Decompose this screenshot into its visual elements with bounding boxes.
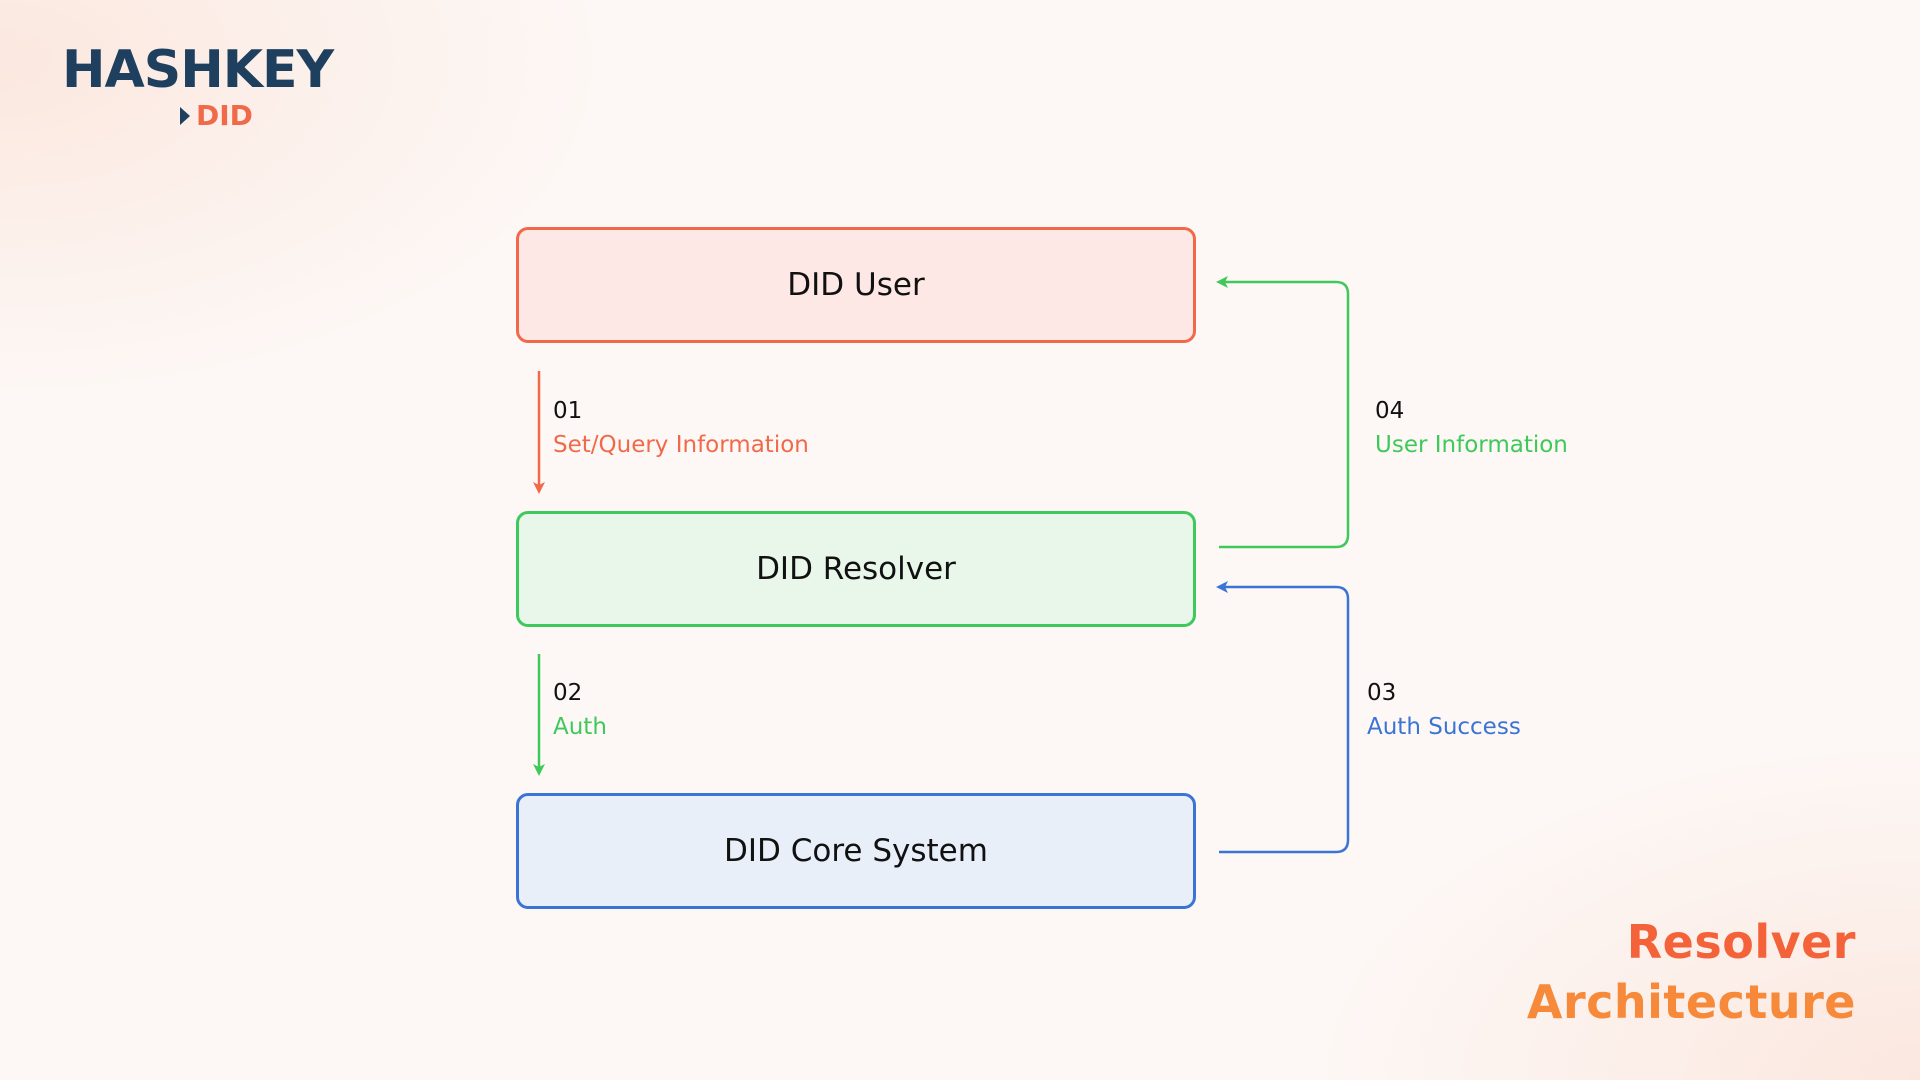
node-did-core-system: DID Core System: [516, 793, 1196, 909]
step-02-label: 02 Auth: [553, 676, 607, 744]
hashkey-did-logo: HASHKEY DID: [62, 40, 334, 140]
step-number: 01: [553, 398, 583, 424]
logo-play-icon: [180, 107, 190, 125]
node-did-resolver: DID Resolver: [516, 511, 1196, 627]
step-text: Set/Query Information: [553, 432, 809, 458]
step-number: 04: [1375, 398, 1405, 424]
logo-wordmark: HASHKEY: [62, 40, 334, 100]
arrow-step-03: [1216, 581, 1350, 854]
node-label: DID Resolver: [756, 551, 956, 587]
logo-sub-text: DID: [196, 99, 253, 132]
title-line-2: Architecture: [1526, 975, 1856, 1029]
arrow-step-04: [1216, 276, 1350, 549]
node-label: DID Core System: [724, 833, 988, 869]
title-line-1: Resolver: [1626, 915, 1856, 969]
step-text: User Information: [1375, 432, 1568, 458]
logo-sub: DID: [180, 100, 253, 132]
node-label: DID User: [787, 267, 925, 303]
step-01-label: 01 Set/Query Information: [553, 394, 809, 462]
step-number: 02: [553, 680, 583, 706]
step-number: 03: [1367, 680, 1397, 706]
step-text: Auth: [553, 714, 607, 740]
step-text: Auth Success: [1367, 714, 1521, 740]
page-title: Resolver Architecture: [1527, 912, 1856, 1032]
step-04-label: 04 User Information: [1375, 394, 1568, 462]
node-did-user: DID User: [516, 227, 1196, 343]
step-03-label: 03 Auth Success: [1367, 676, 1521, 744]
